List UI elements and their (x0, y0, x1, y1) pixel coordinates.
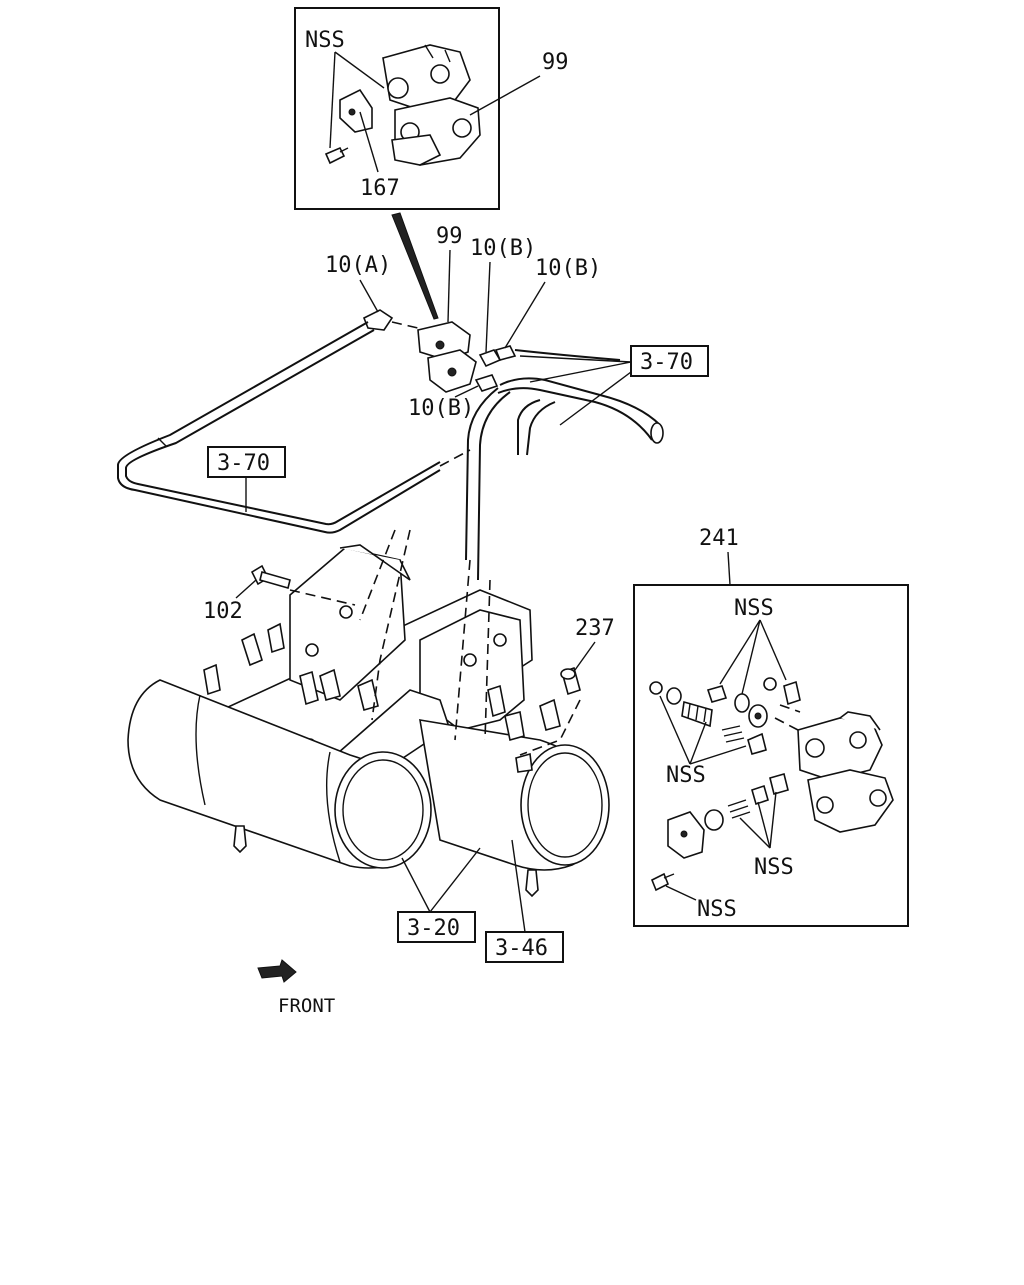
relay-valve-assembly (362, 309, 517, 393)
detail-pointer (391, 212, 439, 320)
bolt-102 (250, 564, 291, 589)
ref-3-70-top[interactable]: 3-70 (640, 350, 693, 375)
part-99-label: 99 (436, 224, 463, 249)
ref-3-20[interactable]: 3-20 (407, 916, 460, 941)
repair-kit-241 (633, 584, 909, 927)
part-237-label: 237 (575, 616, 615, 641)
nss-kit-bottom: NSS (697, 897, 737, 922)
ref-3-20-box (397, 911, 476, 943)
nss-kit-left: NSS (666, 763, 706, 788)
ref-3-46[interactable]: 3-46 (495, 936, 548, 961)
part-167-label: 167 (360, 176, 400, 201)
part-10a-label: 10(A) (325, 253, 391, 278)
ref-3-70-left[interactable]: 3-70 (217, 451, 270, 476)
frame-fittings (203, 622, 561, 773)
right-air-tank (419, 719, 610, 898)
ref-3-70-top-box (630, 345, 709, 377)
part-102-label: 102 (203, 599, 243, 624)
part-241-label: 241 (699, 526, 739, 551)
part-10b-label-1: 10(B) (470, 236, 536, 261)
part-99-inset-label: 99 (542, 50, 569, 75)
nss-kit-top: NSS (734, 596, 774, 621)
part-10b-label-2: 10(B) (535, 256, 601, 281)
routing-lines (289, 529, 581, 756)
front-label: FRONT (278, 995, 335, 1017)
part-10b-label-3: 10(B) (408, 396, 474, 421)
front-arrow-icon (257, 959, 297, 983)
nss-label-inset: NSS (305, 28, 345, 53)
nss-kit-right: NSS (754, 855, 794, 880)
drain-valve-237 (560, 666, 581, 696)
inset-relay-valve (294, 7, 541, 210)
air-lines (117, 321, 664, 581)
left-air-tank (127, 679, 432, 869)
